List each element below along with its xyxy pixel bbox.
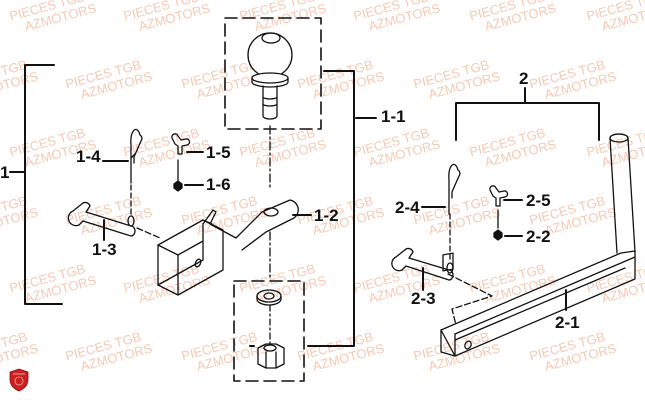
- callout-2-3: 2-3: [411, 289, 436, 308]
- callout-1: 1: [0, 163, 10, 182]
- callout-1-1: 1-1: [381, 107, 406, 126]
- callout-1-5: 1-5: [206, 143, 231, 162]
- hitch-ball-box: [224, 17, 322, 130]
- group-1-bracket: [9, 64, 63, 305]
- callout-1-6: 1-6: [206, 175, 231, 194]
- hitch-ball: [247, 32, 293, 120]
- nut: [257, 343, 285, 369]
- callout-2-4: 2-4: [395, 198, 420, 217]
- shield-logo-icon: [9, 368, 29, 392]
- wing-bolt-2-5: [489, 185, 509, 207]
- ball-mount-drawbar: [157, 199, 299, 296]
- hitch-pin-2-3: [391, 247, 454, 281]
- nut-1-6: [173, 180, 183, 192]
- callout-2-1: 2-1: [555, 313, 580, 332]
- centerline: [447, 273, 493, 326]
- wing-bolt-1-5: [171, 133, 191, 155]
- group-2-bracket: [455, 87, 600, 141]
- callout-1-3: 1-3: [92, 240, 117, 259]
- washer-nut-box: [233, 280, 305, 382]
- callout-2: 2: [519, 69, 529, 88]
- hairpin-clip-1-4: [130, 128, 143, 184]
- callout-1-2: 1-2: [314, 206, 339, 225]
- hitch-pin-1-3: [67, 201, 136, 237]
- nut-2-2: [493, 229, 503, 241]
- washer: [256, 289, 282, 306]
- hairpin-clip-2-4: [448, 163, 461, 215]
- callout-2-2: 2-2: [526, 227, 551, 246]
- group-1-1-bracket: [249, 70, 377, 347]
- callout-1-4: 1-4: [76, 147, 101, 166]
- centerline: [136, 227, 161, 239]
- callout-2-5: 2-5: [526, 191, 551, 210]
- receiver-tube-frame: [440, 133, 636, 357]
